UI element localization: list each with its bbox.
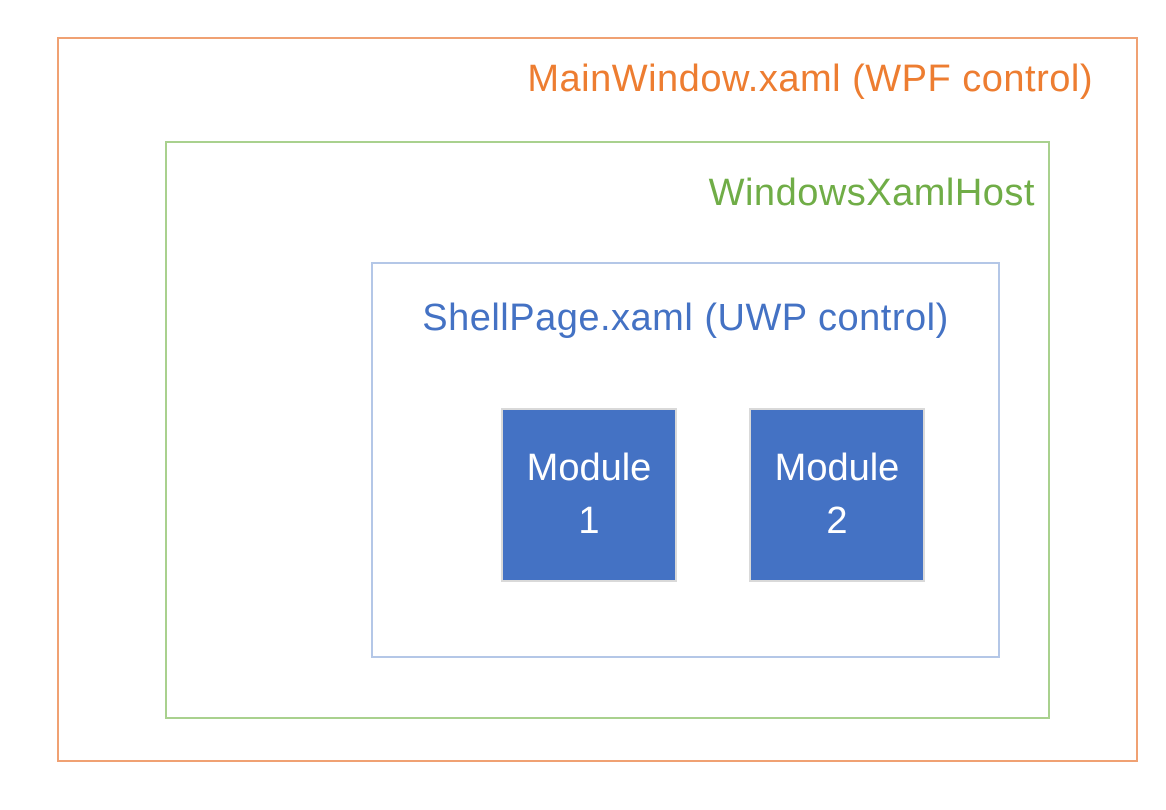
shellpage-uwp-box: ShellPage.xaml (UWP control) Module 1 Mo… (371, 262, 1000, 658)
module-2-label-line1: Module (774, 447, 900, 489)
mainwindow-wpf-label: MainWindow.xaml (WPF control) (527, 58, 1093, 100)
module-2-label-line2: 2 (826, 500, 848, 542)
module-1-label-line1: Module (526, 447, 652, 489)
windowsxamlhost-box: WindowsXamlHost ShellPage.xaml (UWP cont… (165, 141, 1050, 719)
shellpage-uwp-label: ShellPage.xaml (UWP control) (422, 297, 949, 339)
module-2-box: Module 2 (749, 408, 925, 582)
windowsxamlhost-label: WindowsXamlHost (708, 172, 1035, 214)
module-1-box: Module 1 (501, 408, 677, 582)
module-1-label-line2: 1 (578, 500, 600, 542)
mainwindow-wpf-box: MainWindow.xaml (WPF control) WindowsXam… (57, 37, 1138, 762)
